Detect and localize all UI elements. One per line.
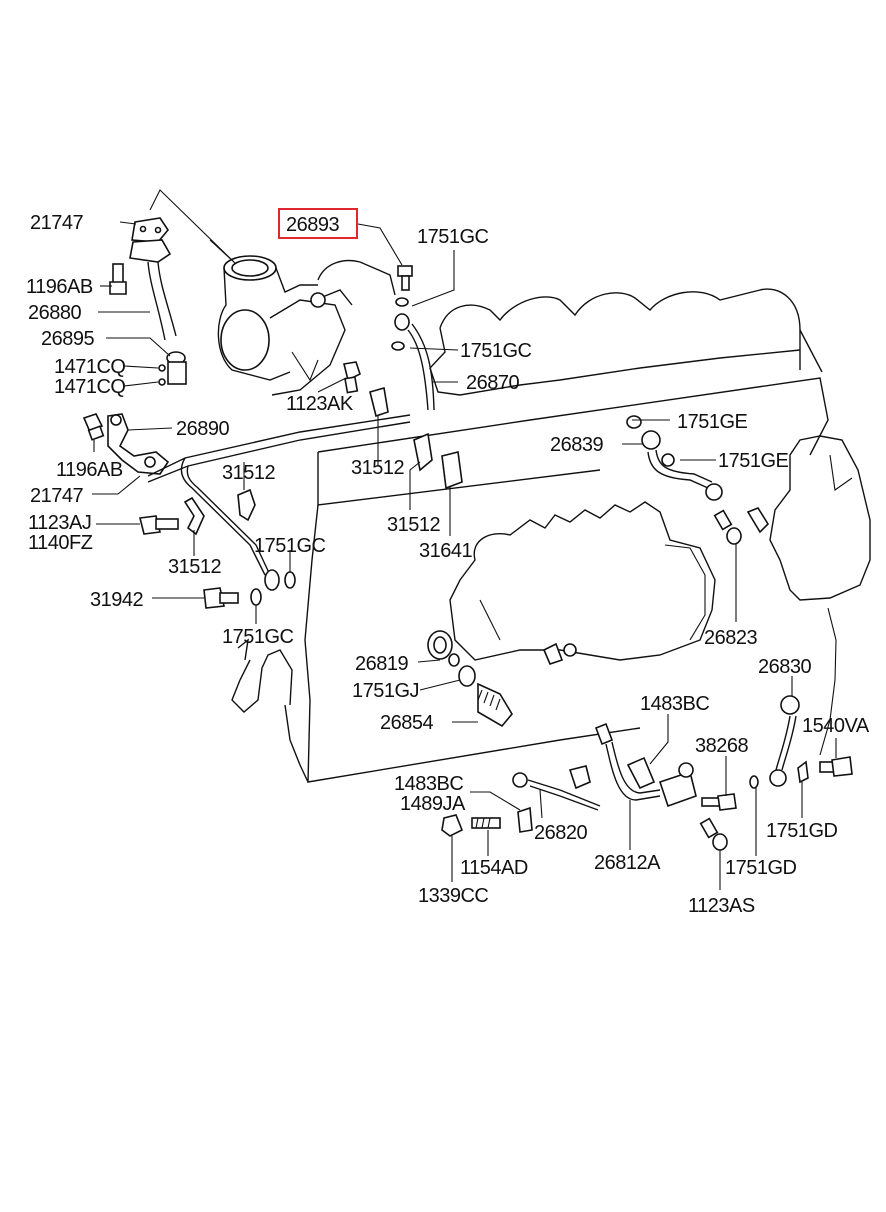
part-label[interactable]: 26895 (41, 328, 95, 350)
part-label[interactable]: 1751GE (718, 450, 789, 472)
part-label[interactable]: 1339CC (418, 885, 489, 907)
part-label[interactable]: 26823 (704, 627, 758, 649)
part-label[interactable]: 31512 (351, 457, 405, 479)
part-label[interactable]: 26830 (758, 656, 812, 678)
part-label-highlighted[interactable]: 26893 (286, 214, 340, 236)
part-label[interactable]: 38268 (695, 735, 749, 757)
part-label[interactable]: 1123AJ (28, 512, 92, 534)
part-label[interactable]: 26854 (380, 712, 434, 734)
part-label[interactable]: 26839 (550, 434, 604, 456)
hardware-drawing (82, 217, 853, 851)
part-label[interactable]: 1471CQ (54, 356, 126, 378)
part-label[interactable]: 31512 (387, 514, 441, 536)
part-label[interactable]: 31942 (90, 589, 144, 611)
part-label[interactable]: 1483BC (640, 693, 710, 715)
part-label[interactable]: 1489JA (400, 793, 466, 815)
part-label[interactable]: 26890 (176, 418, 230, 440)
part-label[interactable]: 1123AS (688, 895, 755, 917)
part-label[interactable]: 1751GD (766, 820, 838, 842)
part-labels: 21747 26893 1751GC 1196AB 26880 26895 14… (26, 212, 870, 917)
part-label[interactable]: 1751GC (460, 340, 532, 362)
part-label[interactable]: 1751GC (254, 535, 326, 557)
part-label[interactable]: 31641 (419, 540, 473, 562)
part-label[interactable]: 1751GC (222, 626, 294, 648)
part-label[interactable]: 1140FZ (28, 532, 93, 554)
part-label[interactable]: 26870 (466, 372, 520, 394)
part-label[interactable]: 1483BC (394, 773, 464, 795)
part-label[interactable]: 1196AB (26, 276, 93, 298)
part-label[interactable]: 26880 (28, 302, 82, 324)
part-label[interactable]: 26819 (355, 653, 409, 675)
leader-lines (92, 189, 837, 890)
part-label[interactable]: 26812A (594, 852, 662, 874)
part-label[interactable]: 1196AB (56, 459, 123, 481)
part-label[interactable]: 31512 (168, 556, 222, 578)
part-label[interactable]: 1751GC (417, 226, 489, 248)
turbocharger-drawing (217, 255, 396, 396)
part-label[interactable]: 1751GD (725, 857, 797, 879)
part-label[interactable]: 26820 (534, 822, 588, 844)
highlight-box-26893 (278, 208, 358, 239)
part-label[interactable]: 1471CQ (54, 376, 126, 398)
part-label[interactable]: 21747 (30, 485, 84, 507)
part-label[interactable]: 1154AD (460, 857, 528, 879)
part-label[interactable]: 1751GJ (352, 680, 420, 702)
part-label[interactable]: 1751GE (677, 411, 748, 433)
part-label[interactable]: 1540VA (802, 715, 870, 737)
part-label[interactable]: 21747 (30, 212, 84, 234)
part-label[interactable]: 31512 (222, 462, 276, 484)
part-label[interactable]: 1123AK (286, 393, 354, 415)
engine-block-drawing (231, 288, 871, 783)
